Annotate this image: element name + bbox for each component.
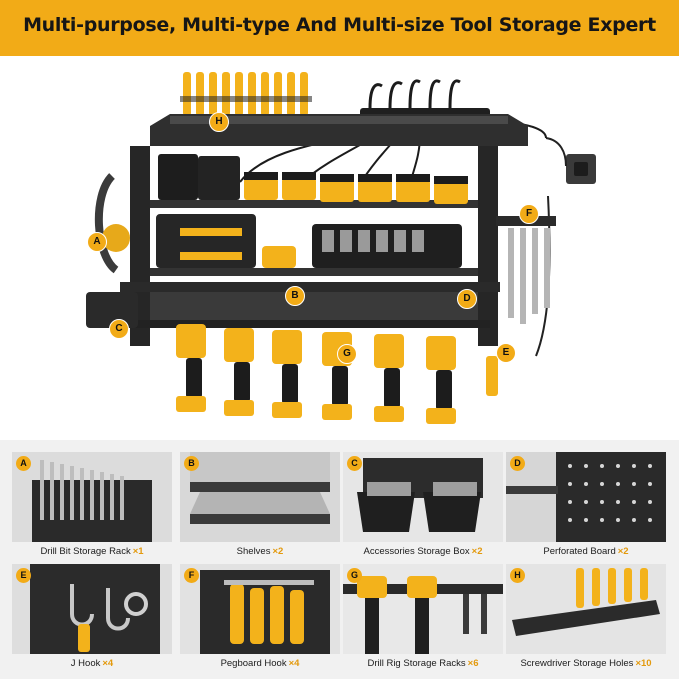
feature-card-drill-bit-rack: A Drill Bit Storage Rack×1: [12, 452, 172, 560]
feature-name: Drill Bit Storage Rack: [40, 546, 131, 557]
hero-label-g: G: [337, 344, 357, 364]
feature-photo: [506, 452, 666, 542]
feature-caption: Shelves×2: [180, 546, 340, 557]
feature-multiplier: ×4: [288, 658, 300, 669]
feature-name: Pegboard Hook: [220, 658, 287, 669]
feature-photo: [506, 564, 666, 654]
hero-label-a: A: [87, 232, 107, 252]
feature-card-perforated-board: D Perforated Board×2: [506, 452, 666, 560]
feature-name: Perforated Board: [543, 546, 616, 557]
feature-badge: H: [510, 568, 525, 583]
feature-card-screwdriver-holes: H Screwdriver Storage Holes×10: [506, 564, 666, 672]
feature-name: Drill Rig Storage Racks: [367, 658, 466, 669]
feature-badge: E: [16, 568, 31, 583]
feature-badge: A: [16, 456, 31, 471]
feature-name: Accessories Storage Box: [363, 546, 470, 557]
feature-caption: Drill Rig Storage Racks×6: [343, 658, 503, 669]
feature-caption: Drill Bit Storage Rack×1: [12, 546, 172, 557]
feature-card-pegboard-hook: F Pegboard Hook×4: [180, 564, 340, 672]
banner-title: Multi-purpose, Multi-type And Multi-size…: [23, 14, 656, 36]
feature-grid: A Drill Bit Storage Rack×1 B Shelves×2: [0, 440, 679, 679]
feature-multiplier: ×2: [617, 546, 629, 557]
feature-photo: [12, 564, 172, 654]
feature-card-j-hook: E J Hook×4: [12, 564, 172, 672]
feature-multiplier: ×4: [102, 658, 114, 669]
feature-card-drill-rig-racks: G Drill Rig Storage Racks×6: [343, 564, 503, 672]
feature-card-shelves: B Shelves×2: [180, 452, 340, 560]
feature-caption: Accessories Storage Box×2: [343, 546, 503, 557]
feature-badge: F: [184, 568, 199, 583]
feature-caption: Pegboard Hook×4: [180, 658, 340, 669]
feature-multiplier: ×2: [471, 546, 483, 557]
feature-photo: [343, 452, 503, 542]
left-side-items: [86, 173, 138, 328]
feature-name: J Hook: [70, 658, 101, 669]
feature-caption: Perforated Board×2: [506, 546, 666, 557]
feature-name: Shelves: [236, 546, 271, 557]
hero-label-h: H: [209, 112, 229, 132]
top-shelf-items: [158, 154, 468, 204]
feature-caption: Screwdriver Storage Holes×10: [506, 658, 666, 669]
middle-shelf-items: [156, 214, 462, 268]
feature-multiplier: ×1: [132, 546, 144, 557]
title-banner: Multi-purpose, Multi-type And Multi-size…: [0, 0, 679, 56]
feature-badge: B: [184, 456, 199, 471]
feature-photo: [343, 564, 503, 654]
hero-label-b: B: [285, 286, 305, 306]
hero-label-e: E: [496, 343, 516, 363]
feature-photo: [180, 564, 340, 654]
feature-name: Screwdriver Storage Holes: [520, 658, 634, 669]
feature-badge: G: [347, 568, 362, 583]
feature-multiplier: ×2: [272, 546, 284, 557]
feature-photo: [12, 452, 172, 542]
hero-label-f: F: [519, 204, 539, 224]
feature-card-accessories-box: C Accessories Storage Box×2: [343, 452, 503, 560]
feature-multiplier: ×10: [635, 658, 652, 669]
tool-rack-drawing: [86, 72, 596, 424]
feature-badge: C: [347, 456, 362, 471]
drills: [176, 324, 456, 424]
hero-label-d: D: [457, 289, 477, 309]
hero-illustration: H F A B D C G E: [0, 56, 679, 440]
feature-badge: D: [510, 456, 525, 471]
screwdrivers: [180, 72, 312, 116]
hero-label-c: C: [109, 319, 129, 339]
feature-photo: [180, 452, 340, 542]
feature-caption: J Hook×4: [12, 658, 172, 669]
feature-multiplier: ×6: [467, 658, 479, 669]
